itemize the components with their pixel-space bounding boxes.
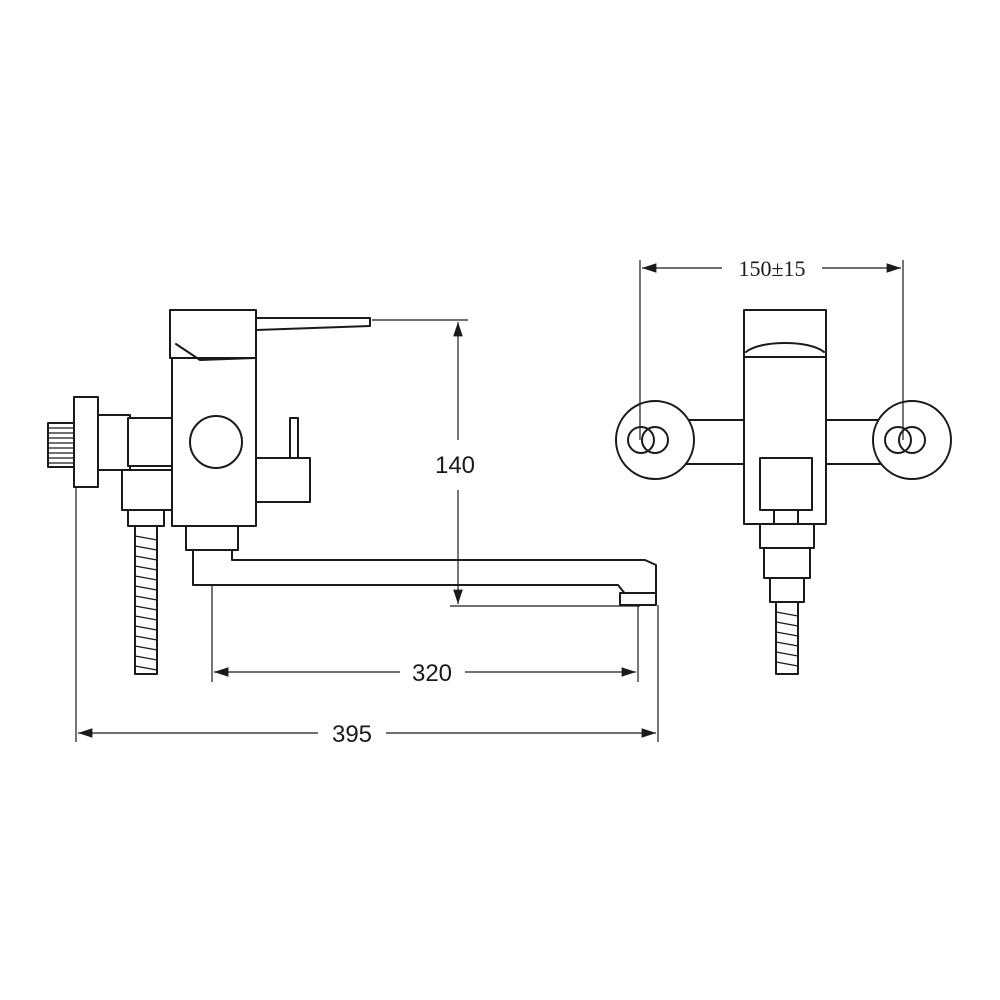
diverter-knob (255, 417, 311, 503)
dimension-height: 140 (372, 319, 640, 607)
side-view (47, 309, 657, 675)
dimension-overall-width: 395 (75, 487, 659, 748)
right-flange (872, 400, 952, 480)
front-hose-nut (769, 577, 805, 603)
shower-hose (134, 525, 158, 675)
dimension-spout-reach: 320 (211, 585, 639, 687)
cartridge-cap (169, 309, 257, 359)
eccentric-connector (97, 414, 131, 471)
centers-label: 150±15 (738, 256, 805, 281)
height-label: 140 (435, 452, 475, 479)
wall-flange (73, 396, 99, 488)
hose-nut (127, 509, 165, 527)
front-spout-base (759, 523, 815, 549)
front-cartridge-cap (743, 309, 827, 358)
left-flange (615, 400, 695, 480)
overall-width-label: 395 (332, 721, 372, 748)
front-view (615, 309, 952, 675)
diverter-body (121, 469, 175, 511)
front-spout-collar (763, 547, 811, 579)
lever-handle (255, 317, 371, 331)
spout (192, 549, 657, 596)
body-connector (189, 415, 243, 469)
spout-aerator (619, 592, 657, 606)
spout-base (185, 525, 239, 551)
front-diverter (759, 457, 813, 511)
front-lower-nut (773, 509, 799, 525)
wall-thread (47, 422, 75, 468)
dimension-centers: 150±15 (639, 256, 904, 440)
front-shower-hose (775, 601, 799, 675)
spout-reach-label: 320 (412, 660, 452, 687)
